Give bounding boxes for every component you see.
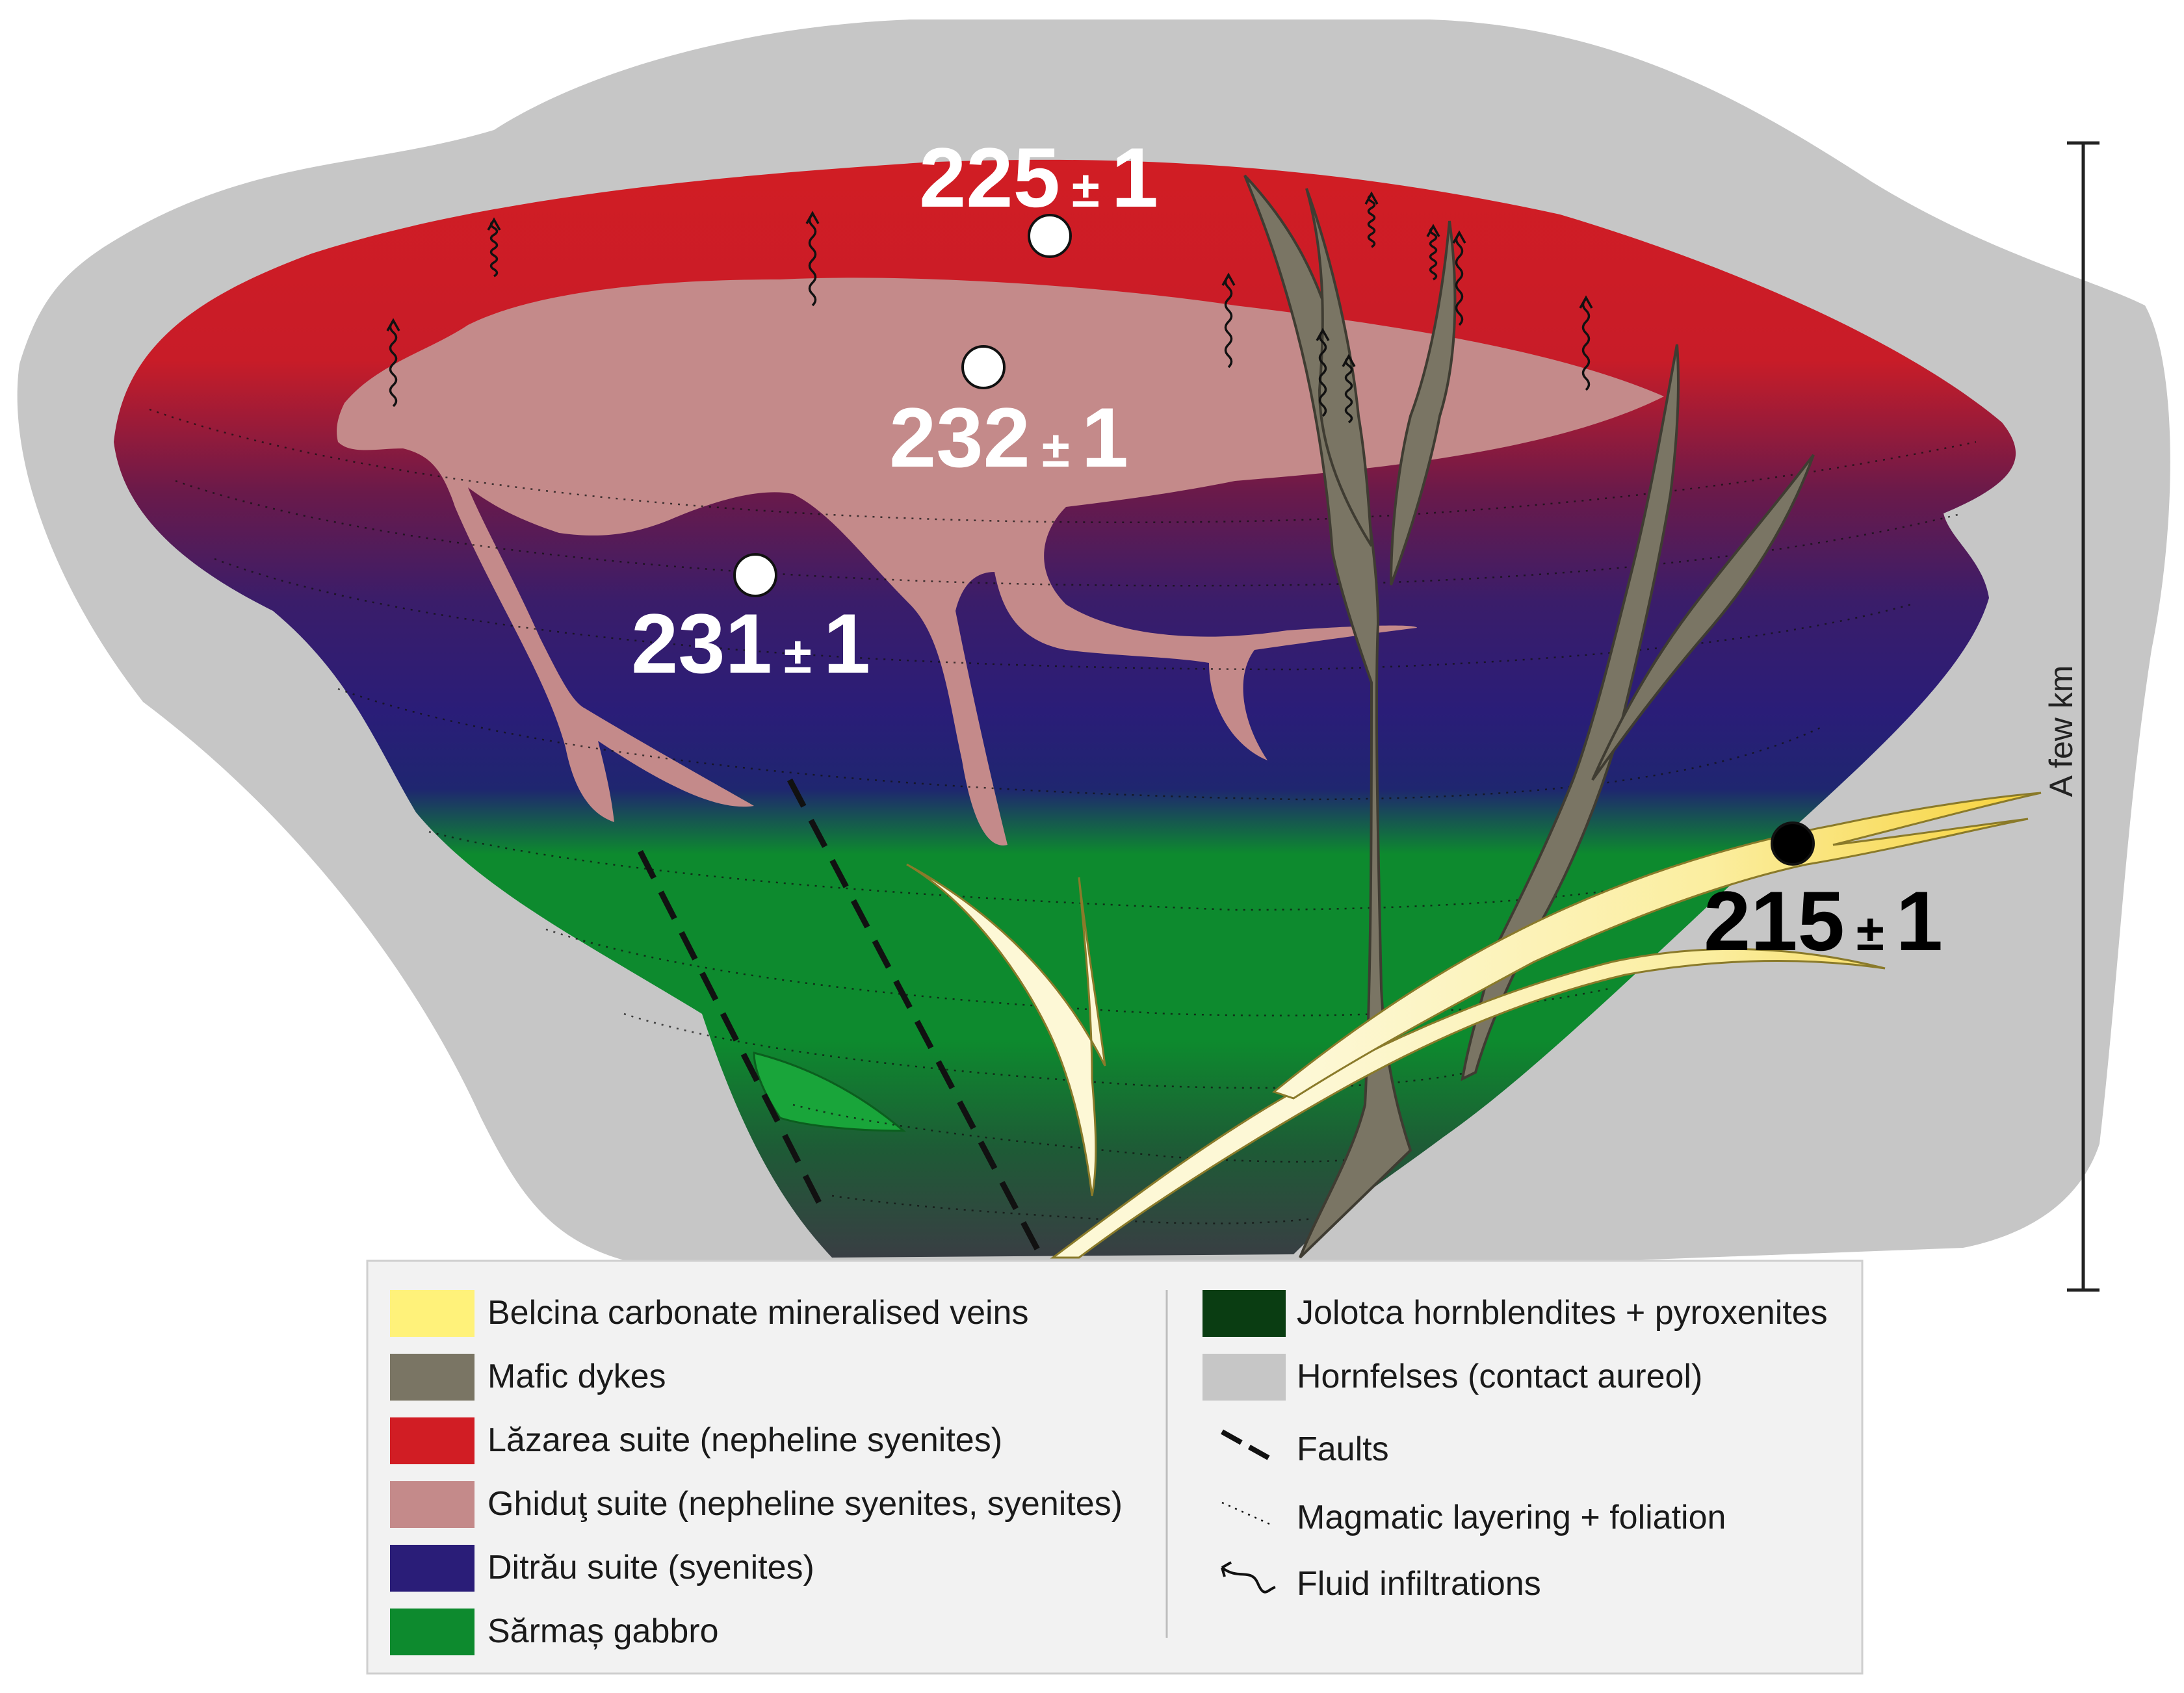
legend-swatch-left-3 <box>390 1417 474 1464</box>
fluid-infiltration-10 <box>1579 295 1593 391</box>
mafic-dyke-branch-a <box>1305 188 1373 547</box>
layering-line-8 <box>792 1104 1379 1163</box>
vein-upper-right <box>1271 792 2042 1100</box>
legend-symbol-right-4 <box>1221 1501 1275 1527</box>
legend-symbol-right-2 <box>1202 1354 1286 1401</box>
layering-line-7 <box>623 1013 1470 1089</box>
legend-symbol-right-1 <box>1202 1290 1286 1337</box>
legend-left-column: Belcina carbonate mineralised veinsMafic… <box>390 1290 1123 1655</box>
fluid-infiltration-8 <box>1426 224 1440 281</box>
fluid-infiltration-7 <box>1364 191 1379 248</box>
legend-label-left-5: Ditrău suite (syenites) <box>488 1549 814 1586</box>
sample-dot-231 <box>733 553 777 597</box>
faults <box>637 778 1043 1256</box>
legend-swatch-left-5 <box>390 1545 474 1592</box>
mafic-dyke-far-right <box>1591 454 1815 781</box>
legend-symbol-right-3 <box>1221 1429 1272 1462</box>
fluid-infiltration-4 <box>1221 272 1236 368</box>
fluid-infiltration-2 <box>487 217 501 278</box>
fluid-infiltration-1 <box>386 318 400 407</box>
scale-bar-label: A few km <box>2043 666 2079 797</box>
fluid-infiltration-9 <box>1452 230 1466 326</box>
age-label-232: 232±1 <box>889 390 1128 485</box>
legend-label-left-4: Ghiduţ suite (nepheline syenites, syenit… <box>488 1485 1123 1523</box>
legend-swatch-left-6 <box>390 1609 474 1655</box>
legend-label-right-4: Magmatic layering + foliation <box>1297 1499 1726 1536</box>
legend-label-right-5: Fluid infiltrations <box>1297 1565 1541 1603</box>
fluid-infiltration-3 <box>805 211 820 307</box>
sample-dot-232 <box>961 345 1006 389</box>
fluid-infiltration-6 <box>1342 354 1356 424</box>
belcina-veins <box>906 792 2042 1259</box>
legend: Belcina carbonate mineralised veinsMafic… <box>366 1260 1864 1675</box>
legend-swatch-left-4 <box>390 1481 474 1528</box>
legend-label-left-3: Lăzarea suite (nepheline syenites) <box>488 1421 1002 1459</box>
legend-swatch-left-1 <box>390 1290 474 1337</box>
fluid-infiltration-5 <box>1316 328 1330 417</box>
sample-dot-215 <box>1771 821 1815 866</box>
legend-label-right-2: Hornfelses (contact aureol) <box>1297 1358 1702 1395</box>
legend-label-left-1: Belcina carbonate mineralised veins <box>488 1294 1028 1332</box>
layering-line-4 <box>337 688 1821 801</box>
age-label-225: 225±1 <box>919 130 1158 225</box>
legend-right-column: Jolotca hornblendites + pyroxenitesHornf… <box>1202 1290 1828 1603</box>
legend-label-left-6: Sărmaș gabbro <box>488 1612 719 1650</box>
age-label-231: 231±1 <box>631 596 870 691</box>
vein-left <box>906 863 1106 1196</box>
legend-symbol-right-5 <box>1221 1561 1276 1594</box>
legend-label-right-1: Jolotca hornblendites + pyroxenites <box>1297 1294 1828 1332</box>
legend-box <box>366 1260 1864 1675</box>
sample-dot-225 <box>1028 214 1072 258</box>
legend-label-left-2: Mafic dykes <box>488 1358 666 1395</box>
age-label-215: 215±1 <box>1704 873 1943 968</box>
fault-line-left <box>637 849 829 1217</box>
layering-line-6 <box>545 928 1613 1016</box>
legend-swatch-left-2 <box>390 1354 474 1401</box>
mafic-dyke-branch-b <box>1390 220 1457 586</box>
legend-label-right-3: Faults <box>1297 1430 1389 1468</box>
scale-bar <box>2067 141 2100 1292</box>
fluid-infiltrations <box>386 191 1593 424</box>
